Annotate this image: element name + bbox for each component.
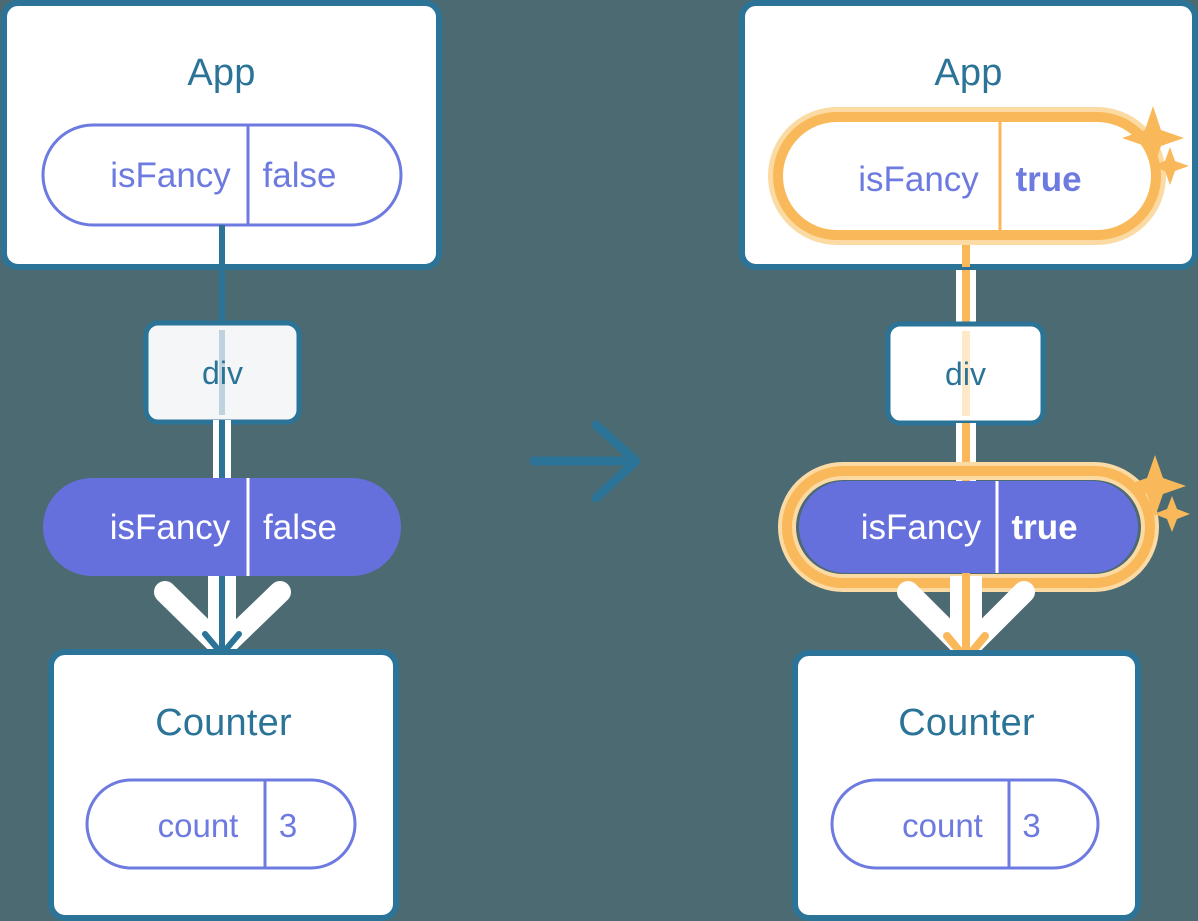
props-pill-left [43, 478, 401, 576]
app-state-pill-ring-right [773, 112, 1161, 240]
props-pill-right [799, 481, 1138, 573]
transition-arrow-icon [529, 420, 641, 503]
sparkle-icon-app-right [1122, 106, 1189, 185]
sparkle-icon-props-right [1124, 455, 1190, 532]
props-pill-ring-right [782, 466, 1155, 588]
counter-state-pill-right [830, 778, 1100, 870]
counter-state-pill-left [85, 778, 357, 870]
app-state-pill-left [41, 123, 403, 227]
